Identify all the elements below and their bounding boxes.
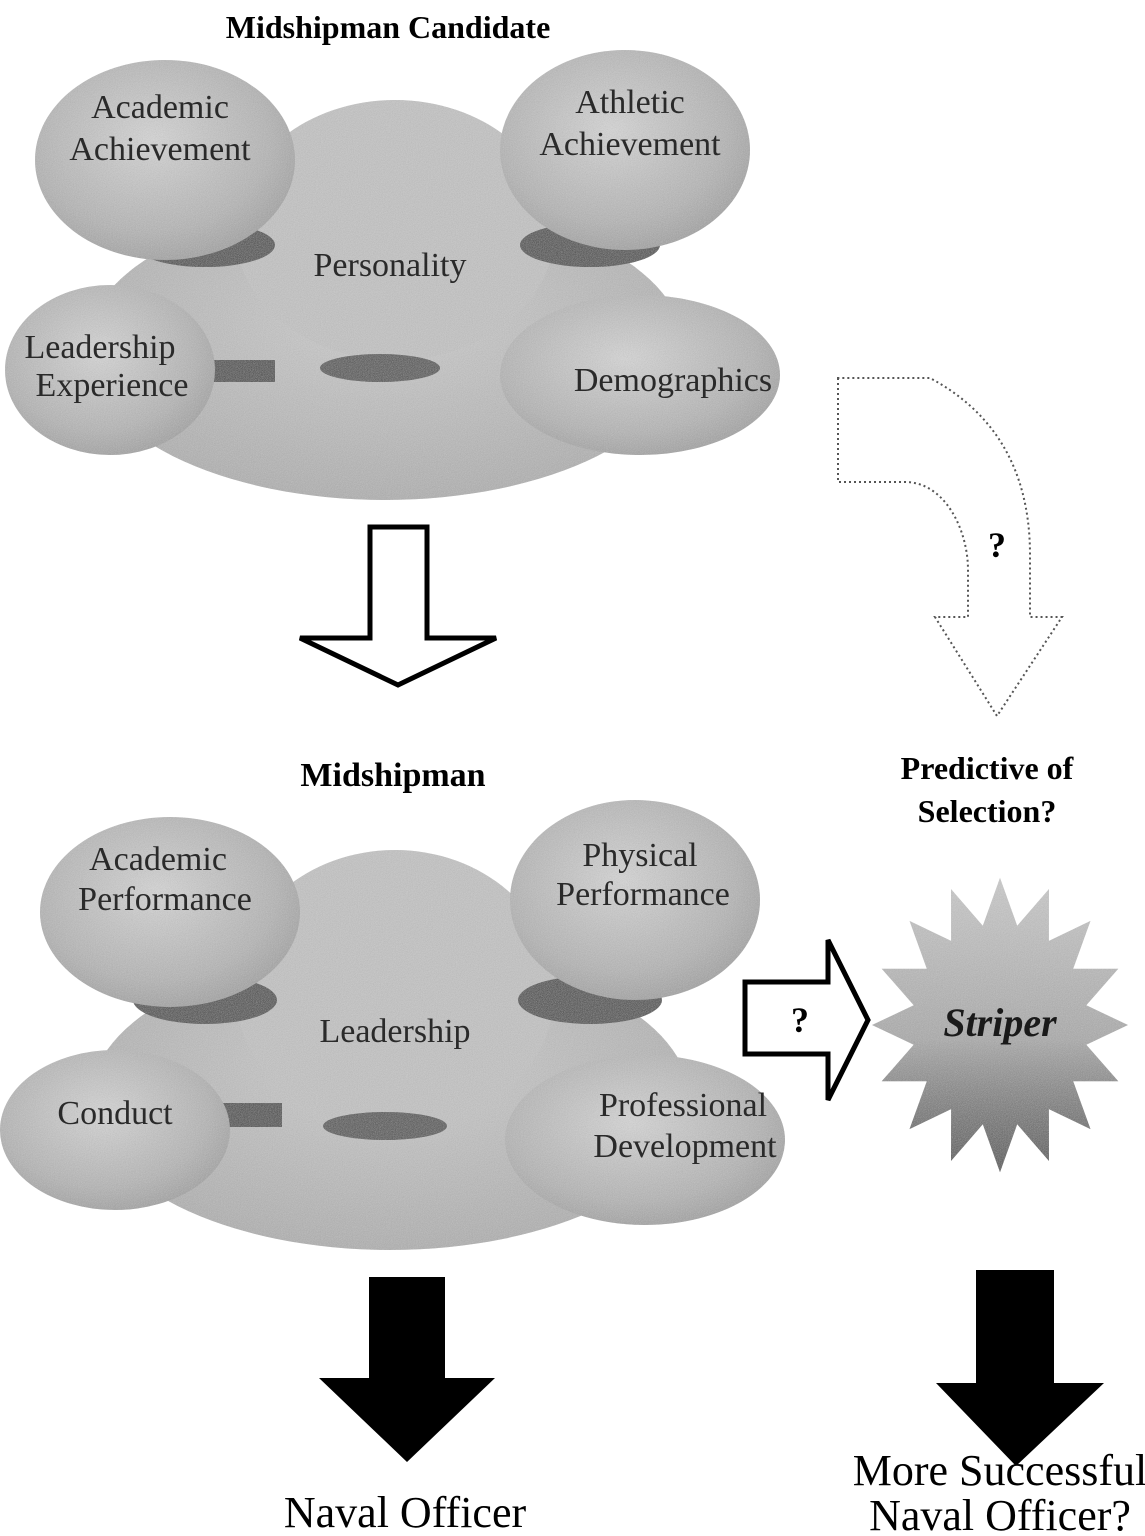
outcome-right-line-1: More Successful xyxy=(853,1446,1145,1495)
predictive-label-line-2: Selection? xyxy=(918,793,1057,829)
top-right-oval-label-1: Athletic xyxy=(575,84,685,121)
bottom-right-oval-label-1: Physical xyxy=(582,837,697,874)
top-right-oval xyxy=(500,50,750,250)
bottom-right-oval xyxy=(510,800,760,1000)
top-right-oval-label-2: Achievement xyxy=(539,126,721,163)
top-section-title: Midshipman Candidate xyxy=(226,9,551,45)
outcome-right-line-2: Naval Officer? xyxy=(869,1491,1131,1536)
top-cluster xyxy=(5,50,780,500)
top-left-oval-label-1: Academic xyxy=(91,89,229,126)
solid-down-arrow-left xyxy=(319,1277,495,1462)
bottom-bottom-right-label-1: Professional xyxy=(599,1087,767,1124)
side-arrow-question: ? xyxy=(791,1000,809,1040)
bottom-left-oval-label-1: Academic xyxy=(89,841,227,878)
top-bottom-left-label-1: Leadership xyxy=(24,329,175,366)
outcome-left-label: Naval Officer xyxy=(284,1488,527,1536)
solid-down-arrow-right xyxy=(936,1270,1104,1466)
predictive-label-line-1: Predictive of xyxy=(901,750,1074,786)
bottom-bottom-left-label: Conduct xyxy=(57,1095,173,1132)
bottom-bottom-right-label-2: Development xyxy=(593,1128,777,1165)
bottom-left-oval xyxy=(40,817,300,1007)
bottom-center-shadow xyxy=(323,1112,447,1140)
curved-dotted-arrow xyxy=(837,377,1064,718)
hollow-down-arrow xyxy=(298,524,498,688)
striper-star xyxy=(872,877,1128,1173)
top-bottom-left-oval xyxy=(5,285,215,455)
bottom-center-label: Leadership xyxy=(319,1013,470,1050)
striper-label: Striper xyxy=(943,1000,1057,1045)
top-center-disc xyxy=(235,100,555,360)
bottom-bottom-right-oval xyxy=(505,1055,785,1225)
top-left-oval xyxy=(35,60,295,260)
top-center-shadow xyxy=(320,354,440,382)
bottom-section-title: Midshipman xyxy=(300,757,485,794)
hollow-right-arrow xyxy=(742,938,871,1102)
top-center-label: Personality xyxy=(314,247,467,284)
top-bottom-right-label: Demographics xyxy=(574,362,772,399)
striper-star-shape xyxy=(872,877,1128,1173)
curved-arrow-question: ? xyxy=(988,525,1006,565)
bottom-right-oval-label-2: Performance xyxy=(556,876,730,913)
bottom-center-disc xyxy=(235,850,555,1130)
bottom-bottom-left-oval xyxy=(0,1050,230,1210)
bottom-left-oval-label-2: Performance xyxy=(78,881,252,918)
top-bottom-left-label-2: Experience xyxy=(36,367,189,404)
top-bottom-right-oval xyxy=(500,295,780,455)
top-left-oval-label-2: Achievement xyxy=(69,131,251,168)
bottom-cluster xyxy=(0,800,785,1250)
top-left-connector xyxy=(205,360,275,382)
